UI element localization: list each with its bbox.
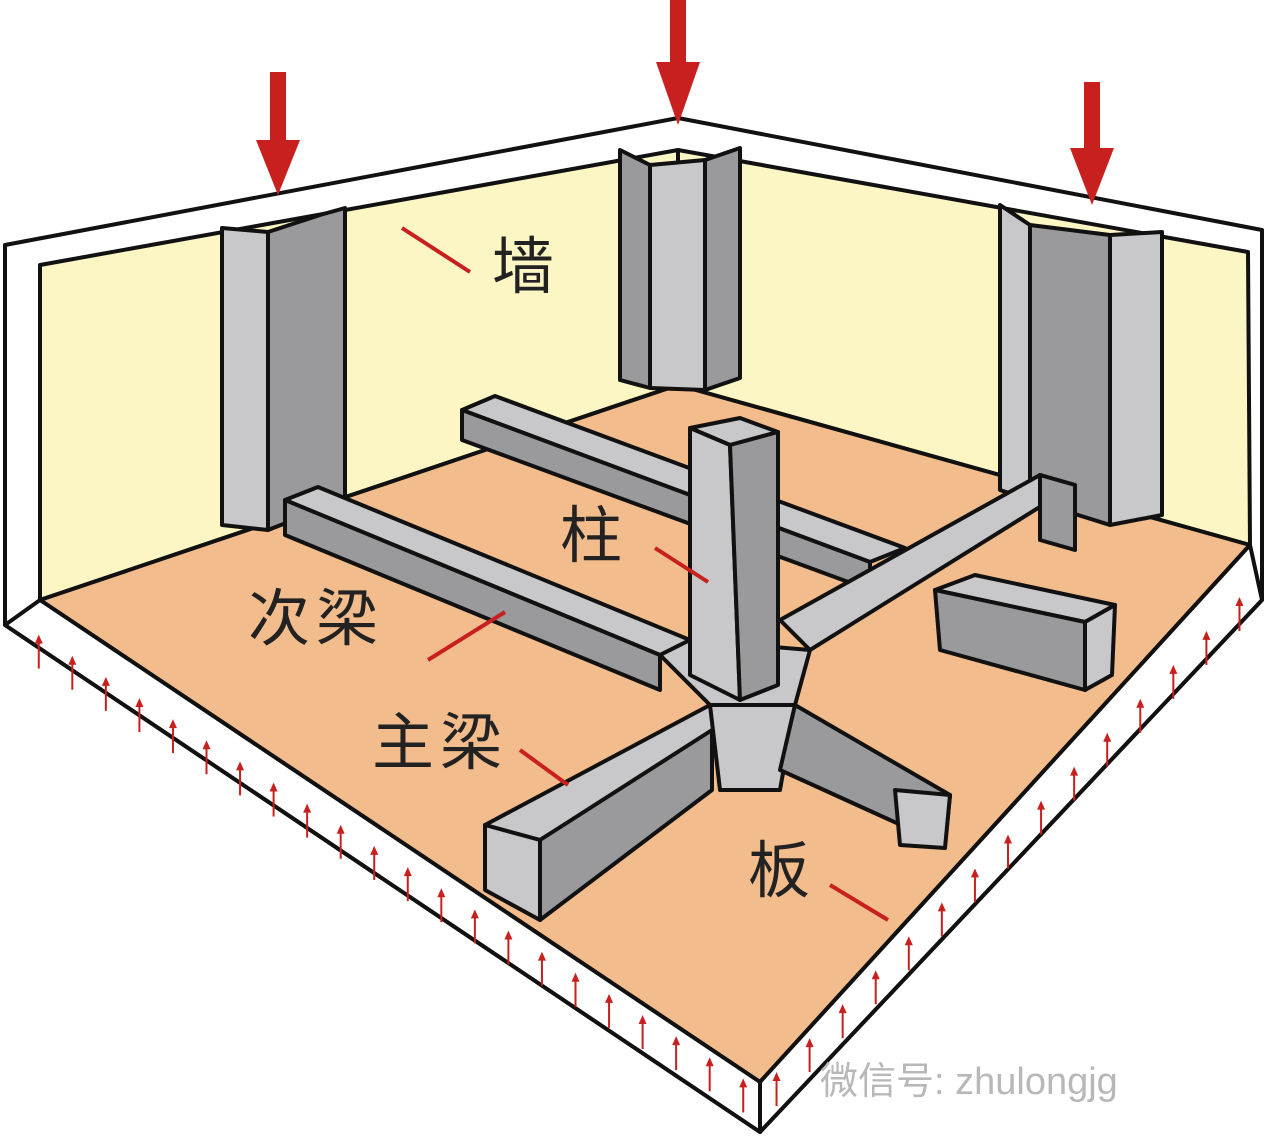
label-secondary-beam: 次梁 <box>248 582 385 655</box>
reaction-arrow-icon <box>1070 766 1079 801</box>
reaction-arrow-icon <box>68 655 77 690</box>
reaction-arrow-icon <box>403 867 412 902</box>
leader-secondary-beam <box>426 610 507 662</box>
reaction-arrow-icon <box>1004 834 1012 869</box>
wall-column-right-side <box>1108 230 1164 527</box>
reaction-arrow-icon <box>672 1036 681 1071</box>
reaction-arrow-icon <box>1136 698 1145 733</box>
load-arrow-icon <box>256 72 300 195</box>
reaction-arrow-icon <box>705 1057 714 1092</box>
reaction-arrow-icon <box>202 740 211 775</box>
reaction-arrow-icon <box>1202 630 1211 665</box>
wall-column-right <box>998 203 1032 502</box>
wall-column-back-side <box>703 146 742 392</box>
reaction-arrow-icon <box>537 951 546 986</box>
reaction-arrows-right <box>772 596 1244 1107</box>
leader-main-beam <box>518 748 570 787</box>
wall-column-back-front <box>648 158 707 392</box>
main-beam-right-end <box>893 788 952 850</box>
wall-column-back <box>618 148 652 390</box>
wall-column-left-side <box>266 206 347 532</box>
main-beam-front-side <box>538 728 714 922</box>
reaction-arrow-icon <box>772 1072 781 1107</box>
reaction-arrow-icon <box>34 634 43 669</box>
reaction-arrow-icon <box>970 868 979 903</box>
label-main-beam: 主梁 <box>372 706 509 779</box>
load-arrow-icon <box>1070 82 1114 205</box>
reaction-arrow-icon <box>1103 732 1112 767</box>
main-beam-right-side <box>1038 473 1077 552</box>
reaction-arrow-icon <box>470 909 479 944</box>
reaction-arrow-icon <box>1037 800 1046 835</box>
leader-slab <box>828 883 890 922</box>
reaction-arrow-icon <box>168 719 177 754</box>
reaction-arrow-icon <box>437 888 446 923</box>
reaction-arrow-icon <box>504 930 513 965</box>
reaction-arrow-icon <box>838 1004 847 1039</box>
label-column: 柱 <box>560 499 629 572</box>
label-wall: 墙 <box>492 230 561 303</box>
load-arrow-icon <box>656 0 700 125</box>
reaction-arrow-icon <box>904 936 913 971</box>
reaction-arrow-icon <box>605 993 614 1028</box>
reaction-arrow-icon <box>571 972 580 1007</box>
reaction-arrow-icon <box>1235 596 1244 631</box>
wall-column-left <box>220 226 270 532</box>
reaction-arrow-icon <box>937 902 946 937</box>
reaction-arrow-icon <box>135 697 144 732</box>
secondary-beam-right-end <box>1083 603 1117 692</box>
leader-column <box>653 546 710 584</box>
reaction-arrows-left <box>34 634 748 1113</box>
label-slab: 板 <box>748 834 817 907</box>
reaction-arrow-icon <box>101 676 110 711</box>
reaction-arrow-icon <box>236 761 245 796</box>
secondary-beam-front-side <box>283 498 662 692</box>
reaction-arrow-icon <box>739 1078 748 1113</box>
reaction-arrow-icon <box>269 782 278 817</box>
reaction-arrow-icon <box>336 824 345 859</box>
reaction-arrow-icon <box>638 1015 647 1050</box>
column-side <box>728 430 780 702</box>
reaction-arrow-icon <box>805 1038 814 1073</box>
reaction-arrow-icon <box>1169 664 1178 699</box>
load-arrows <box>256 0 1114 205</box>
reaction-arrow-icon <box>303 803 312 838</box>
joint-front <box>708 703 797 792</box>
reaction-arrow-icon <box>871 970 880 1005</box>
slab-edge-right <box>758 543 1264 1134</box>
watermark: 微信号: zhulongjg <box>820 1061 1118 1103</box>
reaction-arrow-icon <box>370 845 379 880</box>
leader-wall <box>400 226 472 274</box>
